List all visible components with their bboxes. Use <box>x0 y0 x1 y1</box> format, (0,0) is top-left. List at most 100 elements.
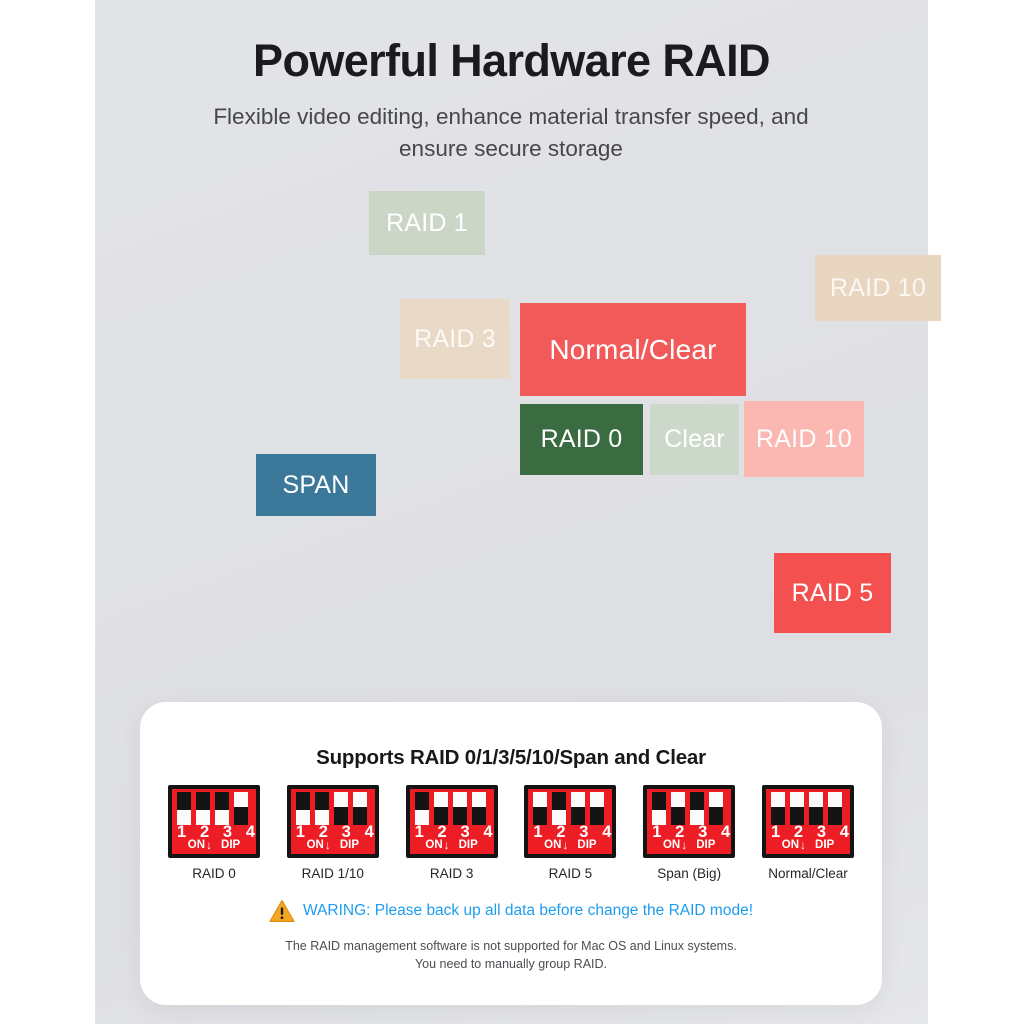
dip-switch-lever-up[interactable] <box>571 792 586 825</box>
dip-switch-number: 4 <box>245 823 255 841</box>
dip-switch-lever-up[interactable] <box>789 792 804 825</box>
dip-on-label: ON <box>425 839 443 851</box>
dip-switch-lever-down[interactable] <box>314 792 329 825</box>
dip-on-label: ON <box>544 839 562 851</box>
dip-label: DIP <box>458 839 478 851</box>
dip-switch-number: 4 <box>483 823 493 841</box>
dip-switch-lever-down[interactable] <box>690 792 705 825</box>
dip-switch-lever-down[interactable] <box>177 792 191 825</box>
dip-switch-lever-down[interactable] <box>414 792 429 825</box>
dip-switch-footer: ON↓DIP <box>766 839 850 851</box>
dip-switch-number: 2 <box>199 823 210 841</box>
dip-switch-lever-up[interactable] <box>352 792 367 825</box>
page-subtitle: Flexible video editing, enhance material… <box>213 104 809 161</box>
raid-tile: SPAN <box>256 454 376 516</box>
dip-switch-number: 3 <box>816 823 827 841</box>
dip-switch-lever-down[interactable] <box>652 792 667 825</box>
dip-switch-lever-down[interactable] <box>552 792 567 825</box>
dip-switch-knob <box>770 792 785 807</box>
dip-switch-levers <box>414 792 489 825</box>
dip-switch-number: 4 <box>602 823 612 841</box>
dip-switch-lever-down[interactable] <box>215 792 229 825</box>
dip-switch-levers <box>177 792 251 825</box>
dip-switch-lever-up[interactable] <box>433 792 448 825</box>
dip-switch-number: 1 <box>414 823 424 841</box>
dip-switch-knob <box>552 810 567 825</box>
dip-switch-number: 1 <box>295 823 305 841</box>
dip-on-label: ON <box>306 839 324 851</box>
dip-switch-label: RAID 5 <box>548 866 593 881</box>
dip-switch-knob <box>690 810 705 825</box>
arrow-down-icon: ↓ <box>443 838 450 852</box>
dip-label: DIP <box>339 839 359 851</box>
raid-tile: Clear <box>650 404 739 475</box>
dip-switch-lever-down[interactable] <box>295 792 310 825</box>
dip-switch-number: 1 <box>652 823 662 841</box>
raid-tile: Normal/Clear <box>520 303 746 396</box>
dip-switch-knob <box>295 810 310 825</box>
dip-switch-number: 2 <box>793 823 804 841</box>
dip-switch-number: 4 <box>839 823 849 841</box>
footnote-line-1: The RAID management software is not supp… <box>285 939 737 953</box>
dip-on-label-group: ON↓ <box>425 839 449 851</box>
dip-switch-number: 4 <box>364 823 374 841</box>
dip-switch-lever-up[interactable] <box>590 792 605 825</box>
dip-label: DIP <box>221 839 241 851</box>
dip-switch-levers <box>770 792 845 825</box>
dip-switch-lever-down[interactable] <box>196 792 210 825</box>
dip-switch-knob <box>177 810 191 825</box>
raid-tile: RAID 10 <box>744 401 864 477</box>
dip-switch-knob <box>196 810 210 825</box>
dip-switch-footer: ON↓ DIP <box>291 839 375 851</box>
dip-switch-number: 3 <box>579 823 589 841</box>
dip-switch-lever-up[interactable] <box>234 792 248 825</box>
dip-switch-label: RAID 3 <box>429 866 474 881</box>
dip-on-label-group: ON↓ <box>544 839 568 851</box>
dip-switch-label: Span (Big) <box>657 866 722 881</box>
footnote: The RAID management software is not supp… <box>140 937 882 973</box>
dip-switch-lever-up[interactable] <box>827 792 842 825</box>
dip-on-label: ON <box>187 839 206 851</box>
dip-switch-lever-up[interactable] <box>452 792 467 825</box>
dip-switch-label: Normal/Clear <box>768 866 848 881</box>
dip-switch-lever-up[interactable] <box>471 792 486 825</box>
arrow-down-icon: ↓ <box>681 838 688 852</box>
dip-switch-knob <box>590 792 605 807</box>
dip-switch-knob <box>652 810 667 825</box>
raid-tile: RAID 0 <box>520 404 643 475</box>
dip-switch-levers <box>533 792 607 825</box>
dip-switch-label: RAID 1/10 <box>301 866 364 881</box>
raid-tile: RAID 3 <box>400 299 510 379</box>
dip-switch-number: 2 <box>675 823 685 841</box>
footnote-line-2: You need to manually group RAID. <box>414 957 608 972</box>
dip-switch-knob <box>433 792 448 807</box>
dip-switch-lever-up[interactable] <box>671 792 686 825</box>
dip-switch-lever-up[interactable] <box>333 792 348 825</box>
dip-switch-lever-up[interactable] <box>709 792 724 825</box>
dip-switch-number: 3 <box>698 823 708 841</box>
dip-switch-lever-up[interactable] <box>770 792 785 825</box>
raid-tile: RAID 1 <box>369 191 485 255</box>
dip-switch-knob <box>789 792 804 807</box>
dip-switch-number: 2 <box>437 823 447 841</box>
arrow-down-icon: ↓ <box>562 838 569 852</box>
dip-switch-label: RAID 0 <box>192 866 236 881</box>
dip-switch-lever-up[interactable] <box>808 792 823 825</box>
dip-switch-number: 2 <box>318 823 328 841</box>
arrow-down-icon: ↓ <box>324 838 331 852</box>
dip-switch-lever-up[interactable] <box>533 792 548 825</box>
